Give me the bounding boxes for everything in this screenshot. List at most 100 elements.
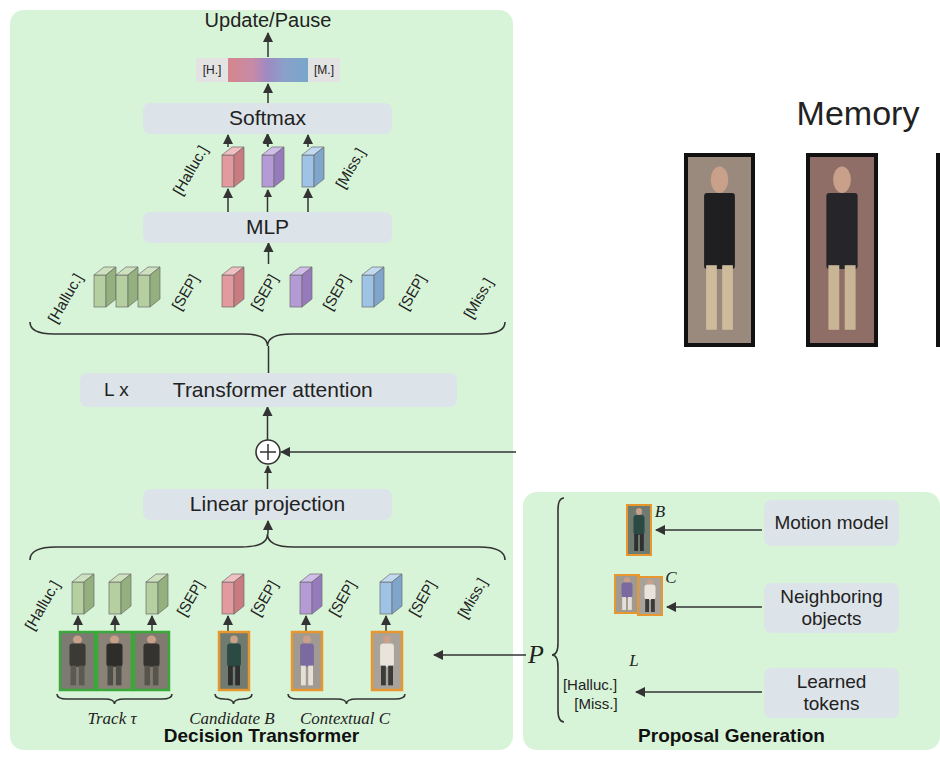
photo: [624, 577, 630, 582]
token-bar: [196, 58, 228, 82]
photo: [108, 666, 114, 686]
process-box: Softmax: [143, 103, 392, 134]
token-cube: [150, 267, 160, 307]
arrow: [667, 606, 762, 608]
token-cube: [128, 267, 138, 307]
arrow: [267, 521, 269, 534]
photo: [292, 632, 322, 690]
box-label: Motion model: [774, 512, 888, 534]
process-box: Neighboring objects: [764, 583, 899, 633]
token-cube: [274, 147, 284, 187]
text-label: B: [655, 503, 665, 520]
box-label: Learned tokens: [770, 671, 893, 715]
arrow: [227, 616, 229, 631]
arrow: [307, 135, 309, 147]
box-label: Softmax: [229, 106, 306, 130]
token-cube: [106, 267, 116, 307]
line: [267, 444, 269, 460]
process-box: Learned tokens: [764, 668, 899, 718]
token-cube: [222, 155, 234, 187]
text-label: Update/Pause: [205, 10, 332, 30]
token-bar: [228, 58, 308, 82]
token-cube: [138, 275, 150, 307]
photo: [230, 635, 238, 643]
photo-frame: [97, 632, 132, 690]
arrow: [227, 135, 229, 147]
photo-frame: [292, 632, 322, 690]
token-cube: [146, 582, 158, 614]
panel: Proposal GenerationMotion modelNeighbori…: [523, 492, 940, 750]
box-label: Linear projection: [190, 492, 345, 516]
photo: [644, 585, 655, 600]
photo: [622, 597, 626, 610]
photo-frame: [638, 577, 662, 615]
panel-ground: [523, 492, 940, 750]
brace: [552, 498, 564, 722]
connector: [267, 134, 269, 212]
text-label: Candidate B: [189, 710, 274, 727]
photo: [640, 534, 644, 551]
token-cube: [312, 574, 322, 614]
photo-frame: [134, 632, 169, 690]
process-box: MLP: [143, 212, 392, 243]
token-cube: [84, 574, 94, 614]
token-cube: [362, 275, 374, 307]
connector: [268, 243, 270, 373]
photo-frame: [372, 632, 402, 690]
arrow: [281, 451, 516, 453]
photo: [372, 632, 402, 690]
text-label: C: [665, 569, 676, 586]
photo: [634, 534, 638, 551]
arrow: [267, 84, 269, 103]
text-label: L: [629, 652, 638, 669]
photo: [633, 515, 644, 535]
photo: [651, 599, 655, 612]
photo: [106, 644, 122, 667]
photo-frame: [686, 155, 753, 345]
token-cube: [94, 275, 106, 307]
token-cube: [262, 155, 274, 187]
photo: [79, 666, 85, 686]
photo: [110, 635, 119, 643]
photo: [711, 166, 728, 193]
arrow: [267, 33, 269, 57]
brace: [215, 694, 252, 704]
photo: [704, 193, 735, 269]
photo: [308, 666, 313, 686]
photo: [134, 632, 169, 690]
arrow: [305, 616, 307, 631]
photo: [833, 166, 851, 193]
photo: [845, 265, 856, 330]
photo-frame: [938, 155, 940, 345]
text-label: Track τ: [87, 710, 136, 727]
text-label: [H.]: [203, 64, 222, 76]
token-cube: [72, 582, 84, 614]
token-cube: [380, 582, 392, 614]
photo: [116, 666, 122, 686]
token-cube: [222, 582, 234, 614]
photo-frame: [219, 632, 249, 690]
brace: [30, 534, 505, 560]
text-label: Contextual C: [300, 710, 390, 727]
photo: [706, 265, 717, 330]
brace: [288, 694, 405, 704]
photo: [722, 265, 733, 330]
photo: [71, 666, 77, 686]
arrow: [227, 189, 229, 212]
token-cube: [234, 574, 244, 614]
panel-title: Decision Transformer: [10, 725, 513, 747]
layer-count: L x: [104, 379, 129, 401]
token-cube: [121, 574, 131, 614]
photo: [147, 635, 156, 643]
photo: [628, 597, 632, 610]
photo: [97, 632, 132, 690]
photo-frame: [627, 505, 651, 555]
photo: [826, 193, 857, 269]
box-label: Transformer attention: [173, 378, 373, 402]
process-box: Motion model: [764, 500, 899, 546]
token-bar: [308, 58, 340, 82]
text-label: [Halluc.]: [563, 677, 617, 692]
arrow: [656, 529, 762, 531]
photo: [301, 666, 306, 686]
token-cube: [374, 267, 384, 307]
